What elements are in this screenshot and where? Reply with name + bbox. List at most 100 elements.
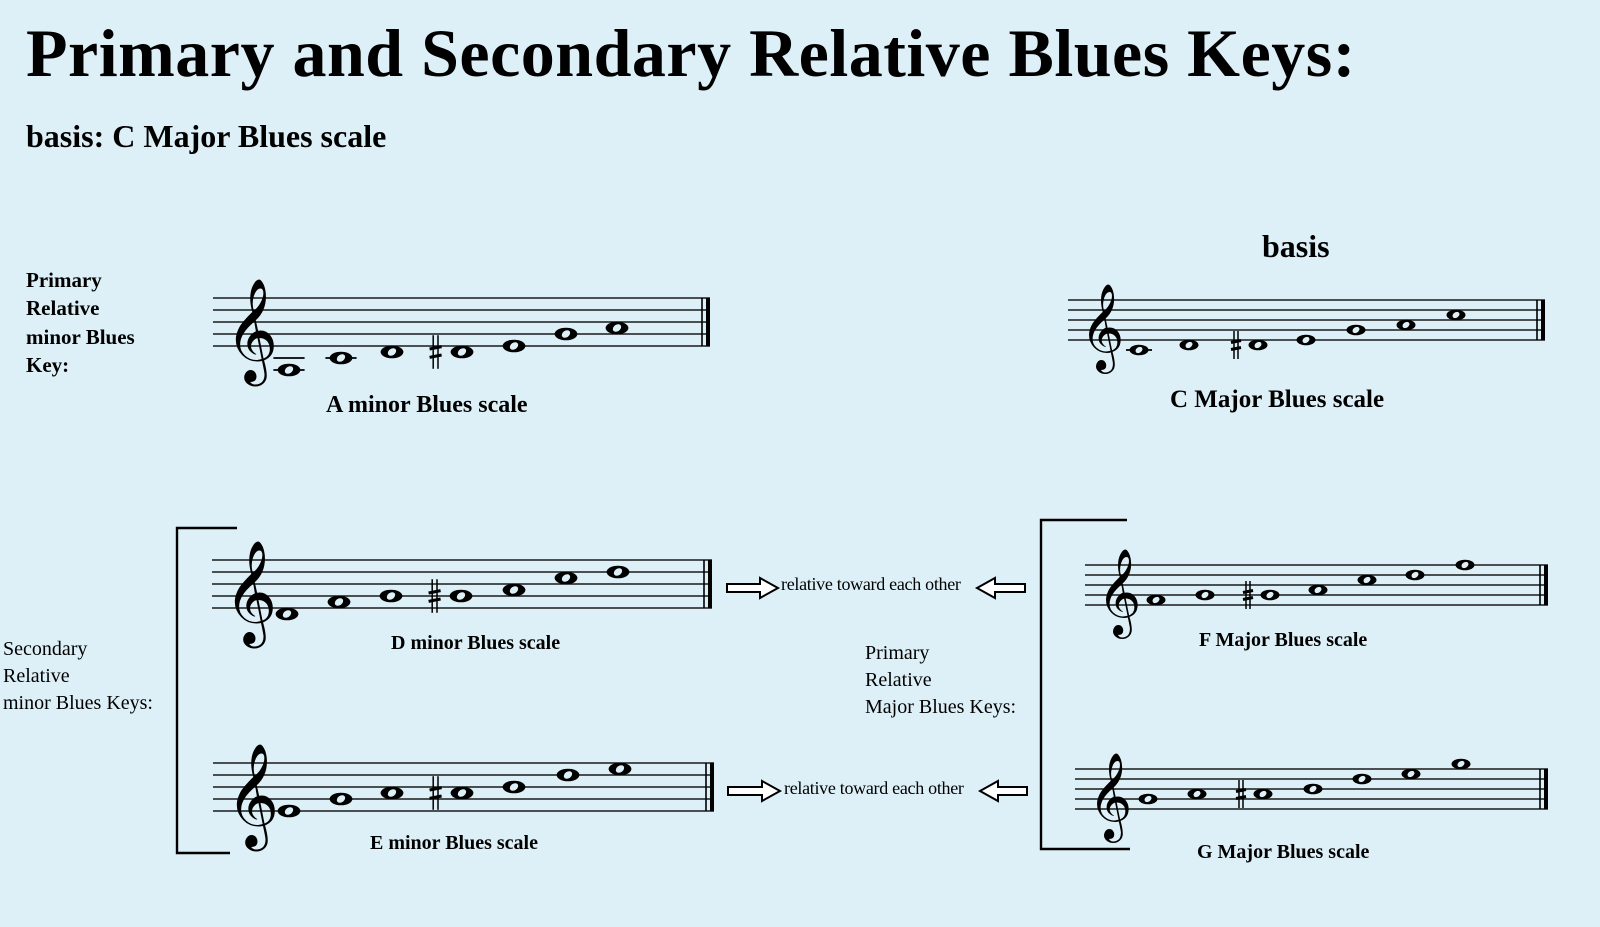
staff-a-minor: 𝄞 bbox=[213, 277, 710, 386]
whole-note bbox=[1308, 584, 1328, 596]
sharp-icon bbox=[429, 353, 442, 359]
whole-note bbox=[608, 762, 632, 776]
primary-major-label-line: Major Blues Keys: bbox=[865, 696, 1017, 718]
whole-note bbox=[329, 792, 353, 806]
scale-caption-f-major: F Major Blues scale bbox=[1199, 629, 1368, 651]
whole-note bbox=[502, 583, 526, 597]
primary-minor-label-line: minor Blues bbox=[26, 324, 135, 349]
whole-note-hole bbox=[612, 324, 622, 332]
whole-note-hole bbox=[509, 342, 519, 350]
page-subtitle: basis: C Major Blues scale bbox=[26, 118, 387, 154]
sharp-icon bbox=[1235, 788, 1247, 793]
sharp-icon bbox=[429, 786, 442, 792]
whole-note-hole bbox=[457, 789, 467, 797]
sharp-icon bbox=[428, 589, 441, 595]
whole-note bbox=[1146, 594, 1166, 606]
whole-note-hole bbox=[336, 354, 346, 362]
whole-note bbox=[327, 595, 351, 609]
whole-note-hole bbox=[1314, 586, 1322, 594]
whole-note bbox=[380, 786, 404, 800]
whole-note-hole bbox=[456, 592, 466, 600]
whole-note-hole bbox=[1407, 770, 1415, 778]
primary-minor-label-line: Primary bbox=[26, 268, 102, 292]
whole-note bbox=[1303, 783, 1323, 795]
whole-note-hole bbox=[1201, 591, 1209, 599]
whole-note bbox=[502, 780, 526, 794]
whole-note-hole bbox=[282, 610, 292, 618]
primary-major-label-line: Primary bbox=[865, 642, 930, 664]
whole-note-hole bbox=[1302, 336, 1310, 344]
whole-note-hole bbox=[284, 807, 294, 815]
whole-note-hole bbox=[284, 366, 294, 374]
whole-note-hole bbox=[1144, 795, 1152, 803]
sharp-icon bbox=[1230, 346, 1242, 351]
sharp-icon bbox=[429, 794, 442, 800]
whole-note-hole bbox=[1135, 346, 1143, 354]
sharp-icon bbox=[1235, 795, 1247, 800]
whole-note-hole bbox=[1461, 561, 1469, 569]
whole-note bbox=[277, 804, 301, 818]
whole-note-hole bbox=[613, 568, 623, 576]
treble-clef-icon: 𝄞 bbox=[224, 539, 277, 648]
scale-caption-a-minor: A minor Blues scale bbox=[326, 392, 528, 418]
whole-note bbox=[1296, 334, 1316, 346]
whole-note-hole bbox=[561, 574, 571, 582]
whole-note-hole bbox=[334, 598, 344, 606]
whole-note-hole bbox=[615, 765, 625, 773]
whole-note bbox=[449, 589, 473, 603]
whole-note bbox=[1253, 788, 1273, 800]
treble-clef-icon: 𝄞 bbox=[1088, 751, 1132, 843]
sharp-icon bbox=[1242, 596, 1254, 601]
whole-note bbox=[1455, 559, 1475, 571]
staff-c-major: 𝄞 bbox=[1068, 282, 1545, 374]
sharp-icon bbox=[1230, 339, 1242, 344]
whole-note bbox=[277, 363, 301, 377]
whole-note bbox=[1401, 768, 1421, 780]
whole-note-hole bbox=[457, 348, 467, 356]
whole-note-hole bbox=[1266, 591, 1274, 599]
bracket-icon bbox=[1039, 518, 1130, 851]
arrow-left-icon bbox=[977, 779, 1028, 803]
basis-label: basis bbox=[1262, 228, 1330, 264]
scale-caption-e-minor: E minor Blues scale bbox=[370, 832, 538, 854]
whole-note-hole bbox=[563, 771, 573, 779]
whole-note-hole bbox=[561, 330, 571, 338]
secondary-minor-label-line: Secondary bbox=[3, 638, 88, 660]
whole-note-hole bbox=[387, 789, 397, 797]
primary-major-label-line: Relative bbox=[865, 669, 932, 691]
relation-text-e-g: relative toward each other bbox=[784, 778, 964, 798]
whole-note-hole bbox=[1363, 576, 1371, 584]
arrow-right-icon bbox=[726, 576, 781, 600]
staff-f-major: 𝄞 bbox=[1085, 547, 1548, 639]
whole-note-hole bbox=[1254, 341, 1262, 349]
whole-note bbox=[556, 768, 580, 782]
whole-note bbox=[1346, 324, 1366, 336]
sharp-icon bbox=[1242, 589, 1254, 594]
primary-major-label: Primary Relative Major Blues Keys: bbox=[865, 640, 1016, 721]
whole-note-hole bbox=[1411, 571, 1419, 579]
whole-note bbox=[1357, 574, 1377, 586]
whole-note-hole bbox=[387, 348, 397, 356]
treble-clef-icon: 𝄞 bbox=[1097, 547, 1141, 639]
whole-note bbox=[450, 786, 474, 800]
scale-caption-g-major: G Major Blues scale bbox=[1197, 841, 1370, 863]
whole-note bbox=[1138, 793, 1158, 805]
sharp-icon bbox=[428, 597, 441, 603]
whole-note-hole bbox=[1352, 326, 1360, 334]
whole-note-hole bbox=[1457, 760, 1465, 768]
bracket-icon bbox=[175, 526, 237, 855]
whole-note bbox=[1260, 589, 1280, 601]
primary-minor-label: Primary Relative minor Blues Key: bbox=[26, 266, 135, 379]
sharp-icon bbox=[429, 345, 442, 351]
secondary-minor-label-line: minor Blues Keys: bbox=[3, 692, 153, 714]
scale-caption-c-major: C Major Blues scale bbox=[1170, 386, 1385, 413]
whole-note bbox=[554, 327, 578, 341]
whole-note bbox=[1248, 339, 1268, 351]
whole-note-hole bbox=[336, 795, 346, 803]
whole-note bbox=[450, 345, 474, 359]
whole-note bbox=[502, 339, 526, 353]
whole-note bbox=[1451, 758, 1471, 770]
whole-note bbox=[606, 565, 630, 579]
whole-note bbox=[1352, 773, 1372, 785]
secondary-minor-label-line: Relative bbox=[3, 665, 70, 687]
